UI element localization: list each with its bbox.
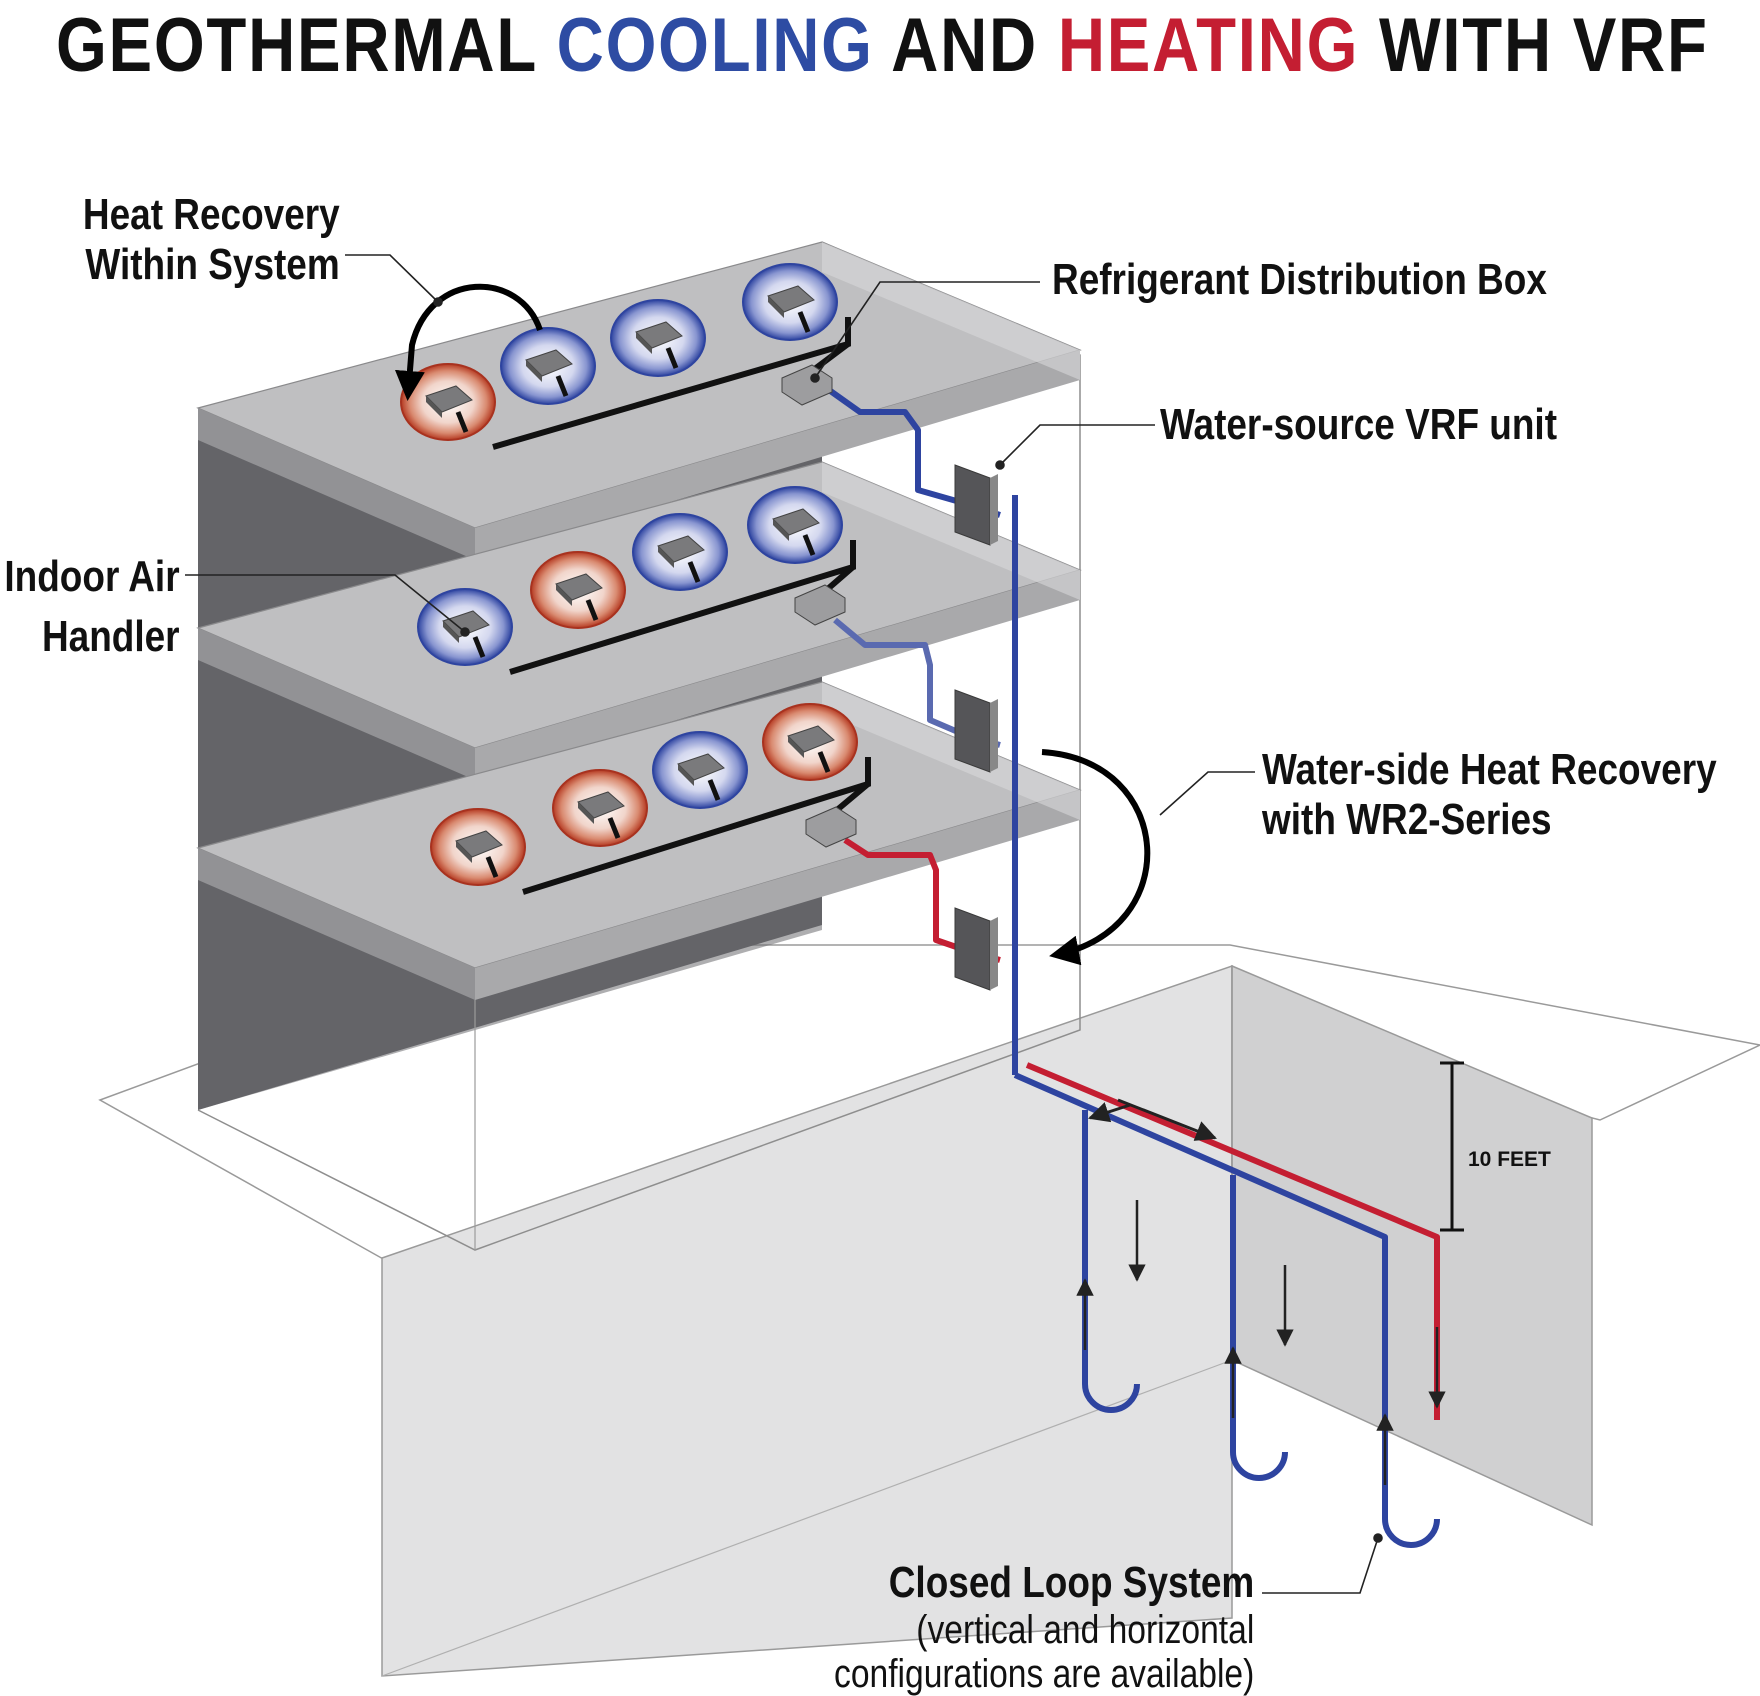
heat-recovery-line-1: Heat Recovery [83, 190, 340, 239]
air-handler-cooling [610, 299, 706, 377]
geothermal-loops [1076, 1110, 1446, 1548]
air-handler-cooling [632, 513, 728, 591]
distribution-boxes [781, 364, 857, 848]
air-handler-cooling [742, 263, 838, 341]
vrf-unit-label: Water-source VRF unit [1160, 400, 1557, 450]
floor-slab-front [198, 628, 475, 780]
floor-slab-side [475, 570, 1080, 780]
waterside-line-2: with WR2-Series [1262, 795, 1552, 844]
leader-lines [185, 254, 1383, 1594]
floor-slab-front [198, 848, 475, 1000]
floor-slab-glass [822, 242, 1080, 380]
vrf-unit-text: Water-source VRF unit [1160, 400, 1558, 449]
heat-recovery-label: Heat Recovery Within System [83, 190, 340, 290]
geothermal-loop [1376, 1237, 1446, 1548]
depth-label: 10 FEET [1468, 1148, 1551, 1171]
diagram-title: GEOTHERMAL COOLING AND HEATING WITH VRF [56, 2, 1709, 89]
closed-loop-label: Closed Loop System (vertical and horizon… [834, 1558, 1254, 1696]
floor-2 [196, 461, 1082, 780]
air-handler-heating [552, 769, 648, 847]
waterside-recovery-arrow [1041, 749, 1151, 966]
air-handler-cooling [417, 588, 513, 666]
heat-recovery-line-2: Within System [85, 240, 341, 289]
title-heating: HEATING [1057, 3, 1360, 88]
vrf-units [954, 464, 998, 991]
geothermal-loop [1224, 1175, 1294, 1481]
ground-cutaway [381, 964, 1593, 1677]
closed-loop-sub-1: (vertical and horizontal [915, 1608, 1254, 1652]
floors [196, 241, 1082, 1000]
heat-recovery-arrow [394, 283, 543, 401]
air-handler-cooling [500, 327, 596, 405]
air-handler-cooling [652, 731, 748, 809]
flow-arrows [1088, 1098, 1217, 1141]
air-handler-heating [530, 551, 626, 629]
title-part-1: GEOTHERMAL [56, 3, 557, 88]
floor-slab-front [198, 408, 475, 560]
closed-loop-title: Closed Loop System [888, 1558, 1254, 1607]
floor-slab-side [475, 350, 1080, 560]
depth-dimension [1440, 1061, 1464, 1232]
indoor-air-line-1: Indoor Air [4, 552, 180, 601]
geothermal-loop [1076, 1110, 1146, 1413]
indoor-air-label: Indoor Air Handler [5, 552, 180, 662]
waterside-label: Water-side Heat Recovery with WR2-Series [1262, 745, 1717, 845]
floor-slab-side [475, 790, 1080, 1000]
indoor-air-line-2: Handler [42, 612, 181, 661]
waterside-line-1: Water-side Heat Recovery [1262, 745, 1717, 794]
air-handler-heating [430, 808, 526, 886]
air-handler-heating [400, 363, 496, 441]
title-part-5: WITH VRF [1359, 3, 1709, 88]
closed-loop-sub-2: configurations are available) [833, 1652, 1254, 1696]
air-handler-cooling [747, 486, 843, 564]
title-part-3: AND [873, 3, 1058, 88]
air-handler-heating [762, 703, 858, 781]
refrigerant-box-text: Refrigerant Distribution Box [1052, 255, 1547, 304]
refrigerant-box-label: Refrigerant Distribution Box [1052, 255, 1547, 305]
title-cooling: COOLING [556, 3, 874, 88]
